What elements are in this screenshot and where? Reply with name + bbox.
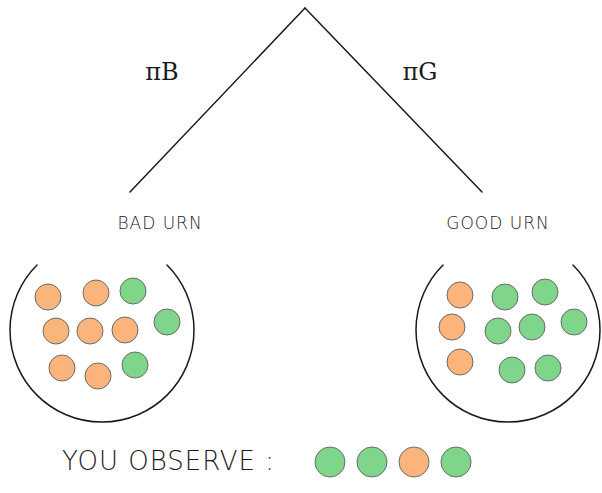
orange-balls (35, 280, 473, 477)
urn-node: GOOD URN (398, 205, 598, 430)
tree-branch (130, 8, 305, 192)
urn-outline (10, 265, 194, 422)
observation-label: YOU OBSERVE : (62, 446, 275, 476)
urn-heading: BAD URN (117, 213, 202, 233)
probability-label: πB (145, 58, 178, 86)
probability-label: πG (403, 58, 438, 86)
urn-node: BAD URN (20, 205, 220, 430)
urn-heading: GOOD URN (446, 213, 549, 233)
tree-branch (305, 8, 482, 192)
urn-outline (416, 265, 600, 422)
